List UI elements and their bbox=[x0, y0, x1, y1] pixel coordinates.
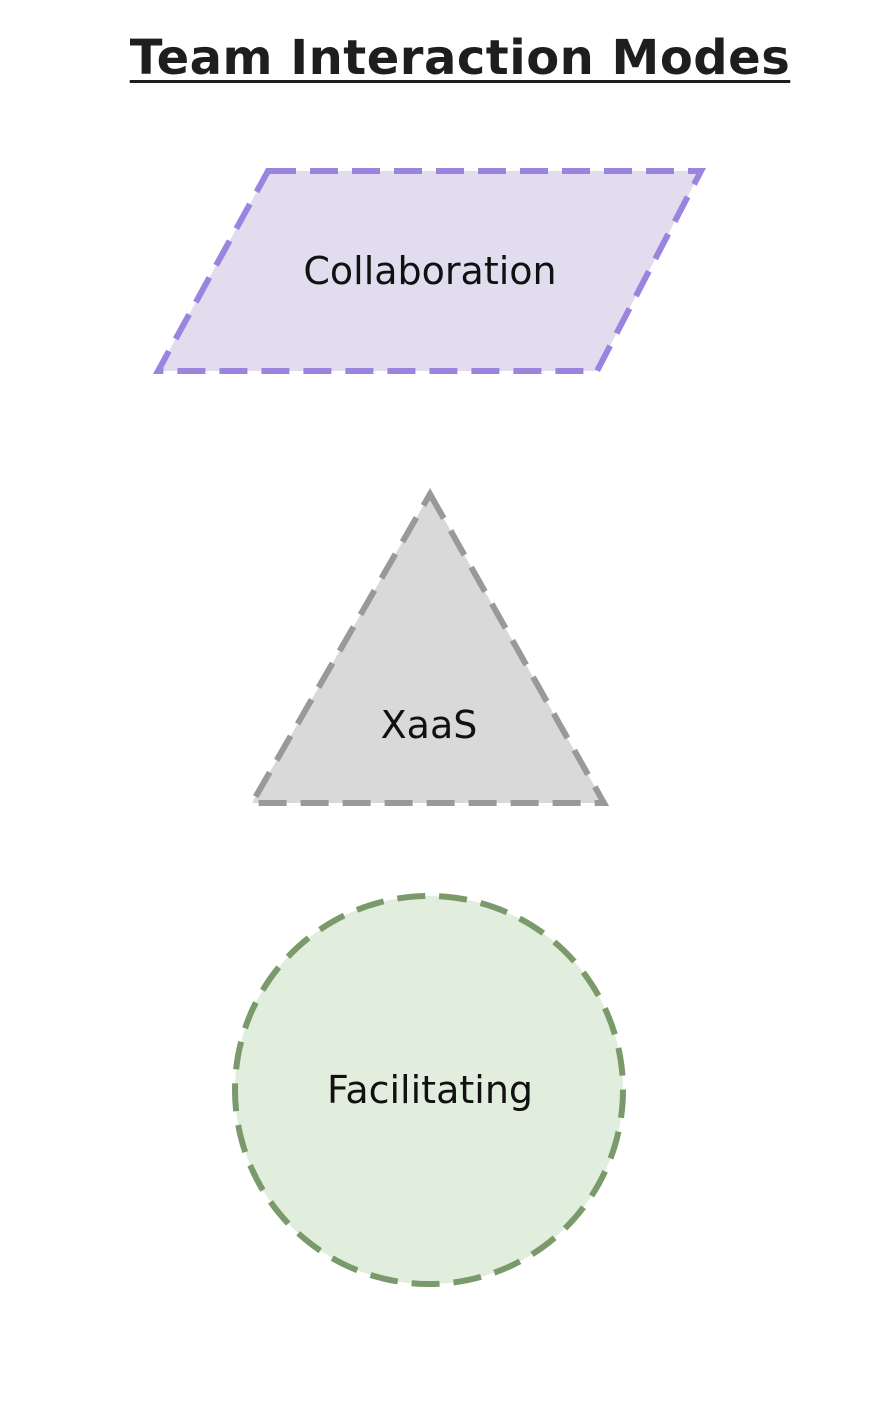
xaas-shape bbox=[246, 487, 610, 806]
facilitating-shape bbox=[232, 893, 626, 1287]
collaboration-shape bbox=[152, 168, 706, 374]
facilitating-node[interactable]: Facilitating bbox=[232, 893, 626, 1287]
diagram-title: Team Interaction Modes bbox=[129, 30, 791, 86]
collaboration-label: Collaboration bbox=[303, 249, 556, 293]
facilitating-label: Facilitating bbox=[327, 1068, 533, 1112]
collaboration-node[interactable]: Collaboration bbox=[152, 168, 706, 374]
xaas-label: XaaS bbox=[381, 703, 478, 747]
xaas-node[interactable]: XaaS bbox=[246, 487, 610, 806]
